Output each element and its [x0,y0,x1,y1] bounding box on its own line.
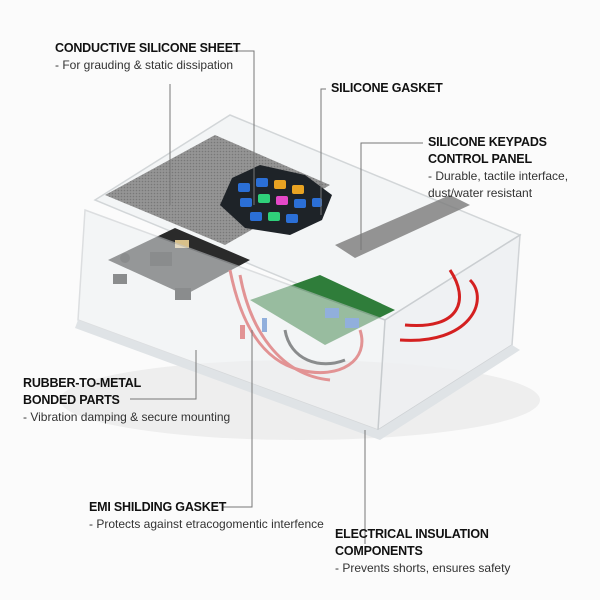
callout-desc: - Prevents shorts, ensures safety [335,561,511,575]
callout-desc: - Durable, tactile interface, [428,169,569,183]
callout-title: SILICONE GASKET [331,81,443,95]
leader-emi [222,330,253,508]
callout-desc: - Vibration damping & secure mounting [23,410,231,424]
callout-silicone-keypads: SILICONE KEYPADS CONTROL PANEL - Durable… [428,134,568,202]
callout-silicone-gasket: SILICONE GASKET [331,80,443,97]
leader-rubber [130,350,197,400]
callout-title: ELECTRICAL INSULATION [335,527,489,541]
callout-title: CONDUCTIVE SILICONE SHEET [55,41,241,55]
callout-conductive-silicone-sheet: CONDUCTIVE SILICONE SHEET - For grauding… [55,40,240,74]
connector [175,240,189,248]
leader-gasket [320,88,326,215]
leader-keypads [360,142,423,250]
callout-title: CONTROL PANEL [428,152,532,166]
callout-title: COMPONENTS [335,544,423,558]
callout-rubber-to-metal: RUBBER-TO-METAL BONDED PARTS - Vibration… [23,375,230,426]
conductive-silicone-sheet [105,135,330,245]
callout-title: BONDED PARTS [23,393,120,407]
keypad-keys [238,178,322,223]
callout-desc: dust/water resistant [428,186,533,200]
callout-title: RUBBER-TO-METAL [23,376,142,390]
callout-electrical-insulation: ELECTRICAL INSULATION COMPONENTS - Preve… [335,526,510,577]
callout-emi-gasket: EMI SHILDING GASKET - Protects against e… [89,499,324,533]
callout-title: SILICONE KEYPADS [428,135,547,149]
callout-desc: - For grauding & static dissipation [55,58,234,72]
leader-lines [130,50,423,544]
callout-title: EMI SHILDING GASKET [89,500,227,514]
callout-desc: - Protects against etracogomentic interf… [89,517,324,531]
vent-slot [335,195,470,258]
leader-conductive [232,50,255,205]
